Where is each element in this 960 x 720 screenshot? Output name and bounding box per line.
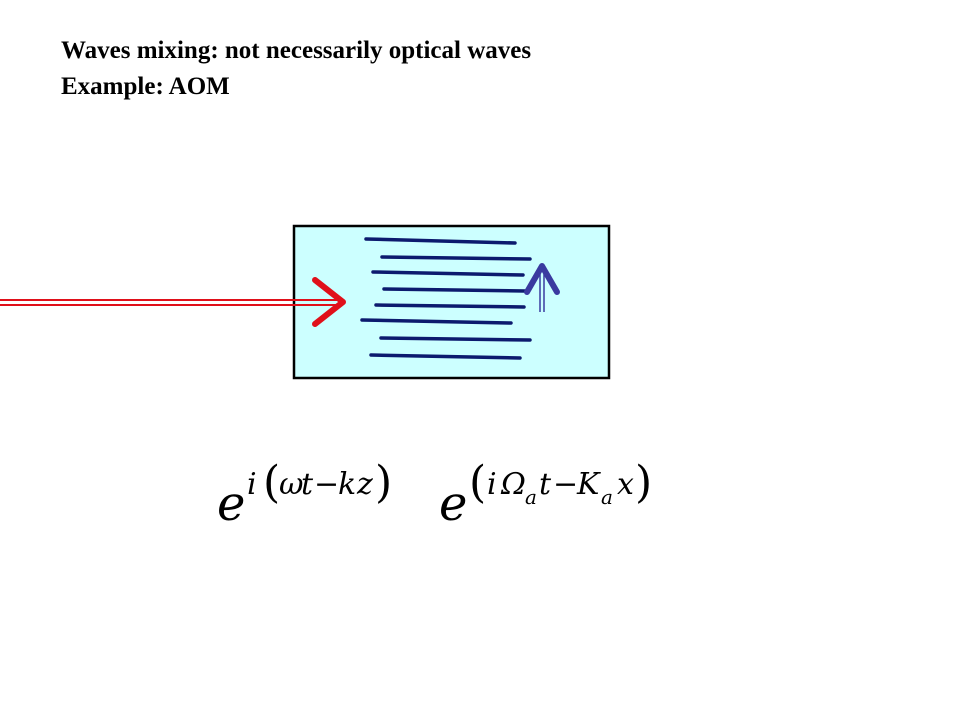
formula-subscript: a bbox=[601, 485, 613, 509]
formula-symbol: k bbox=[338, 467, 356, 502]
formula-subscript: a bbox=[525, 485, 537, 509]
wavefront-line bbox=[380, 255, 532, 261]
formula-base: e bbox=[439, 476, 467, 532]
formula-symbol: t bbox=[539, 467, 552, 502]
aom-formula: e i ( ω t − k z ) e ( i Ω a t − K a x ) bbox=[217, 457, 652, 532]
slide-subtitle: Example: AOM bbox=[61, 73, 230, 100]
wavefront-line bbox=[379, 336, 532, 342]
wavefront-line bbox=[371, 270, 525, 277]
formula-symbol: z bbox=[356, 467, 373, 502]
chevron-right-icon bbox=[312, 277, 346, 327]
aom-crystal bbox=[292, 224, 611, 380]
formula-operator: − bbox=[553, 467, 578, 502]
formula-symbol: ω bbox=[279, 467, 303, 502]
wavefront-line bbox=[364, 237, 517, 245]
formula-paren: ( bbox=[469, 457, 486, 508]
formula-symbol: Ω bbox=[500, 467, 526, 502]
formula-symbol: i bbox=[247, 467, 257, 502]
formula-paren: ) bbox=[375, 457, 392, 508]
wavefront-line bbox=[374, 303, 526, 309]
formula-paren: ( bbox=[263, 457, 280, 508]
formula-symbol: t bbox=[301, 467, 314, 502]
acoustic-wavefronts bbox=[360, 237, 532, 360]
formula-operator: − bbox=[314, 467, 339, 502]
formula-symbol: K bbox=[576, 467, 601, 502]
formula-symbol: x bbox=[617, 467, 634, 502]
wavefront-line bbox=[360, 318, 513, 325]
slide-title: Waves mixing: not necessarily optical wa… bbox=[61, 37, 532, 64]
laser-beam bbox=[0, 299, 340, 306]
arrow-up-icon bbox=[524, 263, 560, 312]
formula-base: e bbox=[217, 476, 245, 532]
wavefront-line bbox=[382, 287, 527, 293]
title-block: Waves mixing: not necessarily optical wa… bbox=[61, 33, 531, 105]
formula-symbol: i bbox=[487, 467, 497, 502]
wavefront-line bbox=[369, 353, 522, 360]
formula-paren: ) bbox=[635, 457, 652, 508]
